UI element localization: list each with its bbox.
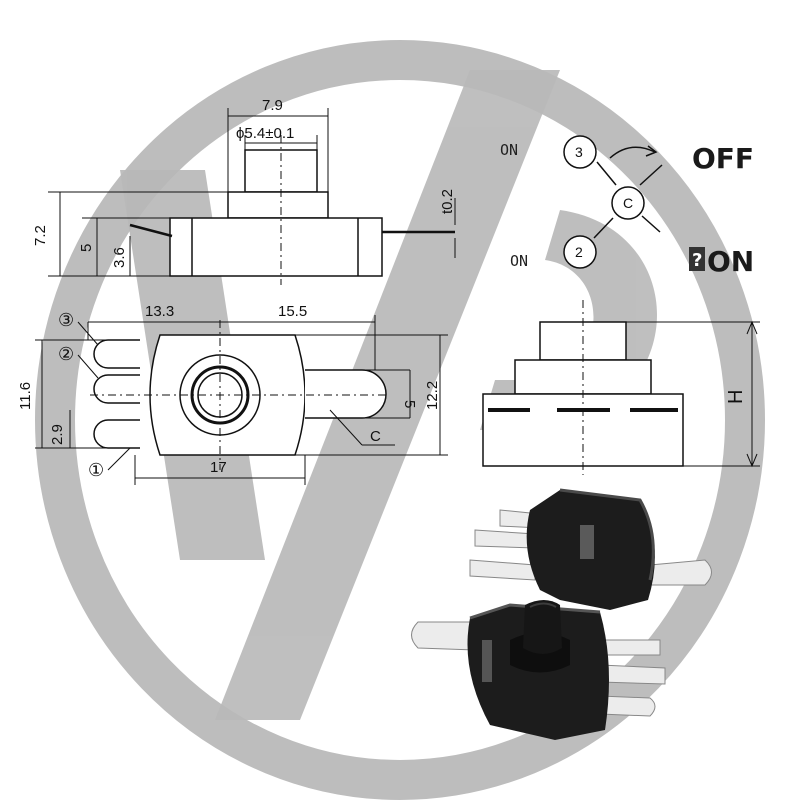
side-collar xyxy=(227,191,329,219)
photo-upper-marking xyxy=(580,525,594,559)
leader-pin-1 xyxy=(107,447,131,471)
label-on-top: ON xyxy=(500,141,518,159)
label-on-big: ON xyxy=(707,245,754,278)
label-on-bottom: ON xyxy=(510,252,528,270)
dim-arrow-down xyxy=(746,453,758,468)
schematic xyxy=(563,135,663,269)
photo-upper-highlight xyxy=(559,488,655,581)
photo-lower-body xyxy=(467,605,609,740)
schematic-line-c-off xyxy=(639,164,663,186)
node-3-label: 3 xyxy=(575,144,583,160)
photo-upper-pins xyxy=(469,509,712,586)
top-body xyxy=(149,334,306,456)
pin-1-outline xyxy=(93,419,140,449)
leader-c xyxy=(329,409,363,446)
photo-lower-pins xyxy=(411,621,666,717)
dim-7-2-label: 7.2 xyxy=(32,225,49,246)
pin-3-outline xyxy=(93,339,140,369)
side-view xyxy=(48,108,456,285)
dim-5-label: 5 xyxy=(78,244,95,252)
node-2-label: 2 xyxy=(575,244,583,260)
dim-t0-2-label: t0.2 xyxy=(439,189,456,214)
dim-diameter-label: ϕ5.4±0.1 xyxy=(236,125,294,142)
product-photo xyxy=(411,488,712,740)
dim-17-label: 17 xyxy=(210,459,227,476)
photo-lower-highlight xyxy=(469,603,601,620)
node-2-circle xyxy=(563,235,597,269)
pin-c-label: C xyxy=(370,428,381,445)
photo-plunger-highlight xyxy=(529,602,557,608)
pin-2-label: ② xyxy=(58,344,74,364)
watermark-ring xyxy=(35,40,765,800)
height-view xyxy=(482,300,760,475)
pin-2-outline xyxy=(93,374,140,404)
label-off: OFF xyxy=(692,142,754,175)
watermark-stroke-diag xyxy=(215,70,560,720)
watermark-logo xyxy=(35,40,765,800)
unknown-glyph-box xyxy=(689,247,705,271)
node-3-circle xyxy=(563,135,597,169)
node-c-label: C xyxy=(623,195,633,211)
schematic-line-c-on xyxy=(641,215,661,233)
side-pin-left xyxy=(129,223,173,238)
node-c-circle xyxy=(611,186,645,220)
dim-7-9-label: 7.9 xyxy=(262,97,283,114)
dim-13-3-label: 13.3 xyxy=(145,303,174,320)
dim-2-9-label: 2.9 xyxy=(49,424,66,445)
dim-12-2-label: 12.2 xyxy=(424,381,441,410)
schematic-line-3-c xyxy=(596,161,617,186)
unknown-glyph: ? xyxy=(692,250,702,271)
pin-c-outline xyxy=(305,369,387,419)
dim-11-6-label: 11.6 xyxy=(17,382,34,410)
dim-3-6-label: 3.6 xyxy=(111,247,128,268)
photo-plunger xyxy=(523,600,562,654)
dim-15-5-label: 15.5 xyxy=(278,303,307,320)
photo-lower-marking xyxy=(482,640,492,682)
schematic-arrowhead xyxy=(645,145,658,157)
side-body xyxy=(169,217,383,277)
leader-pin-3 xyxy=(77,321,99,346)
dim-5-pin-label: 5 xyxy=(401,400,418,408)
dim-h-label: H xyxy=(725,390,747,404)
leader-pin-2 xyxy=(77,354,99,379)
schematic-arrow xyxy=(609,146,656,159)
schematic-line-c-2 xyxy=(593,217,614,239)
pin-3-label: ③ xyxy=(58,310,74,330)
top-view xyxy=(35,315,448,485)
pin-1-label: ① xyxy=(88,460,104,480)
dim-arrow-up xyxy=(746,320,758,335)
